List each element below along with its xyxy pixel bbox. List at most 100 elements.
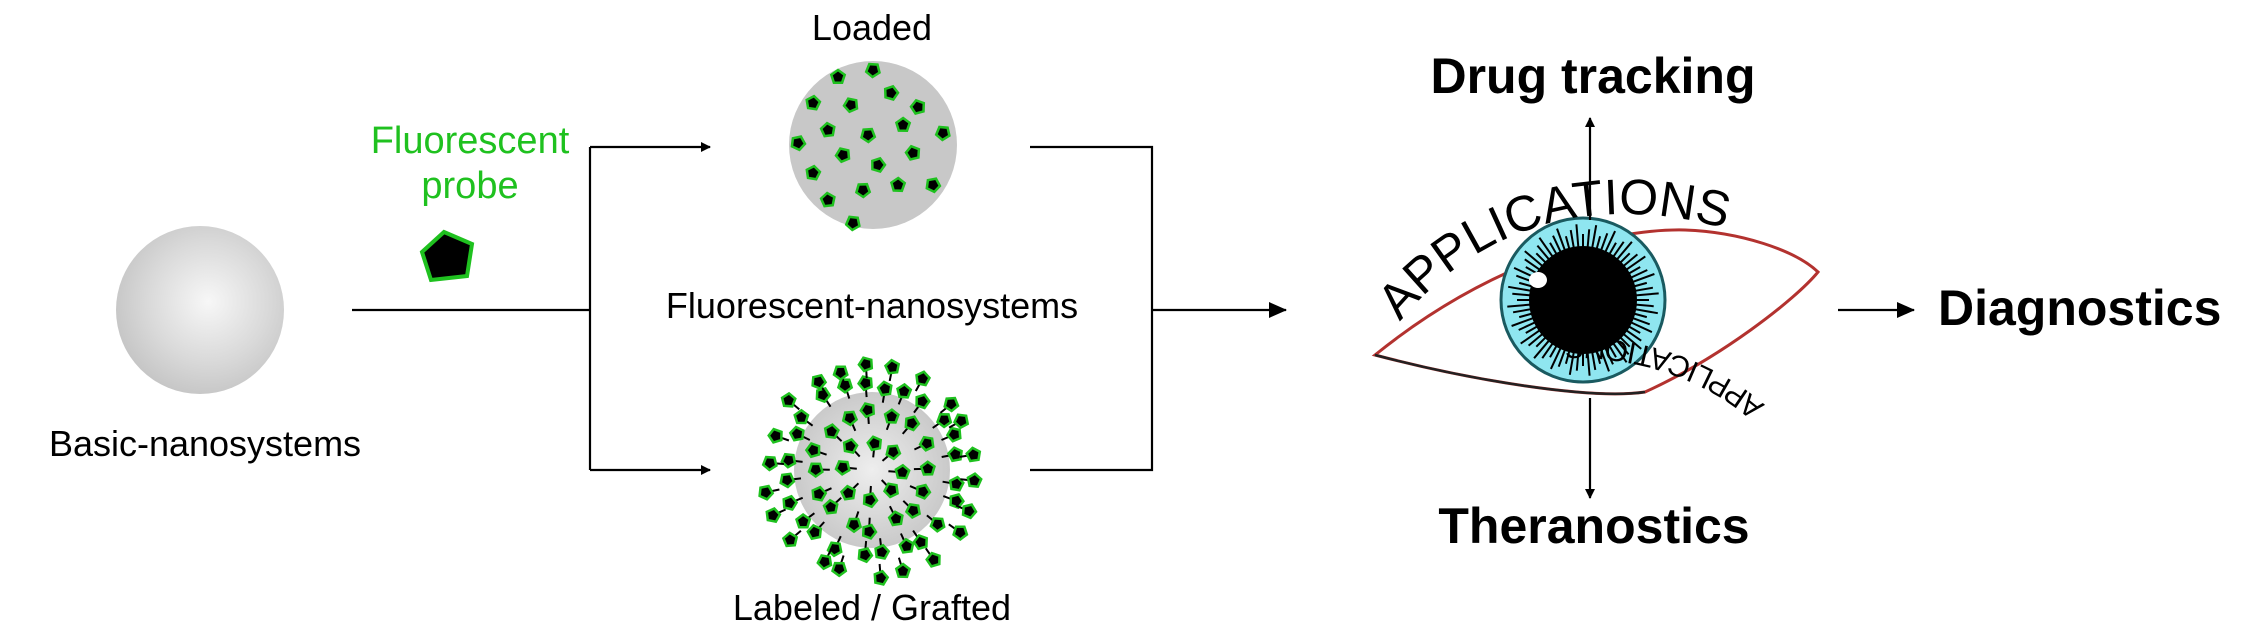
probe-pentagon-icon xyxy=(904,415,921,432)
probe-pentagon-icon xyxy=(862,492,879,509)
probe-pentagon-icon xyxy=(965,446,982,463)
iris-ray xyxy=(1632,292,1659,297)
probe-pentagon-icon xyxy=(841,410,859,427)
probe-pentagon-icon xyxy=(857,356,874,373)
probe-pentagon-icon xyxy=(912,534,928,551)
iris-ray xyxy=(1590,225,1598,251)
iris-ray xyxy=(1620,331,1642,350)
iris-ray xyxy=(1508,285,1534,293)
probe-pentagon-icon xyxy=(876,380,893,397)
probe-pentagon-icon xyxy=(839,484,856,501)
lower-lid-line xyxy=(1374,353,1646,395)
basic-nanosystem-sphere xyxy=(116,226,284,394)
probe-pentagon-icon xyxy=(836,378,854,394)
pupil xyxy=(1529,246,1637,354)
probe-pentagon-icon xyxy=(795,513,812,529)
probe-pentagon-icon xyxy=(898,537,915,554)
probe-pentagon-icon xyxy=(779,472,796,489)
probe-pentagon-icon xyxy=(952,525,969,541)
probe-pentagon-icon xyxy=(857,547,874,564)
probe-pentagon-icon xyxy=(842,437,859,455)
probe-pentagon-icon xyxy=(860,127,877,144)
probe-pentagon-icon xyxy=(904,144,921,161)
iris-ray xyxy=(1575,224,1580,251)
probe-pentagon-icon xyxy=(949,492,965,510)
iris-ray xyxy=(1599,346,1610,372)
probe-pentagon-icon xyxy=(781,531,799,548)
probe-pentagon-icon xyxy=(934,125,951,142)
probe-pentagon-icon xyxy=(874,543,891,560)
probe-pentagon-icon xyxy=(782,494,799,511)
iris-ray xyxy=(1511,316,1537,327)
probe-pentagon-icon xyxy=(823,423,840,440)
probe-pentagon-icon xyxy=(915,393,931,410)
labeled-grafted-label: Labeled / Grafted xyxy=(733,587,1011,628)
iris-rays xyxy=(1507,224,1659,376)
probe-pentagon-icon xyxy=(885,444,902,461)
probe-pentagon-icon xyxy=(822,498,839,515)
probe-pentagon-icon xyxy=(857,375,873,392)
probe-pentagon-icon xyxy=(887,510,904,527)
loaded-nanosystem-sphere xyxy=(789,61,957,229)
probe-pentagon-icon xyxy=(854,182,872,199)
probe-pentagon-icon xyxy=(864,62,881,79)
probe-pentagon-icon xyxy=(889,176,907,193)
probe-pentagon-icon xyxy=(966,472,983,489)
probe-pentagon-icon xyxy=(761,455,778,472)
probe-pentagon-icon xyxy=(919,460,936,476)
probe-pentagon-icon xyxy=(883,84,900,102)
iris-ray xyxy=(1603,230,1617,256)
iris-ray xyxy=(1610,340,1628,363)
probe-pentagon-icon xyxy=(894,463,911,480)
fluorescent-nanosystems-label: Fluorescent-nanosystems xyxy=(666,285,1078,326)
probe-pentagon-icon xyxy=(859,402,876,419)
iris-ray xyxy=(1614,241,1633,263)
probe-pentagon-icon xyxy=(788,425,805,442)
probe-pentagon-icon xyxy=(805,164,822,181)
probe-pentagon-icon xyxy=(819,191,836,208)
probe-pentagon-icon xyxy=(780,391,797,408)
probe-pentagon-icon xyxy=(945,426,962,443)
probe-pentagon-icon xyxy=(758,484,775,501)
probe-pentagon-icon xyxy=(767,427,783,444)
probe-pentagon-icon xyxy=(790,135,807,152)
loaded-probes xyxy=(790,62,951,232)
probe-pentagon-icon xyxy=(829,68,847,84)
iris-ray xyxy=(1623,255,1646,273)
probe-pentagon-icon xyxy=(804,442,821,459)
probe-pentagon-icon xyxy=(918,435,935,452)
probe-pentagon-icon xyxy=(842,97,859,114)
iris-ray xyxy=(1549,344,1563,370)
probe-pentagon-icon xyxy=(943,396,960,413)
probe-pentagon-icon xyxy=(909,98,926,116)
probe-pentagon-icon xyxy=(832,365,849,382)
probe-pentagon-icon xyxy=(780,452,797,469)
probe-pentagon-icon xyxy=(815,386,832,404)
probe-pentagon-icon xyxy=(871,156,887,174)
probe-pentagon-icon xyxy=(834,460,851,476)
probe-pentagon-icon xyxy=(866,435,883,452)
iris-ray xyxy=(1586,349,1591,376)
probe-pentagon-icon xyxy=(811,485,828,502)
probe-pentagon-icon xyxy=(805,94,822,111)
iris-ray xyxy=(1533,337,1552,359)
diagnostics-label: Diagnostics xyxy=(1938,280,2221,336)
probe-pentagon-icon xyxy=(894,562,912,579)
probe-pentagon-icon xyxy=(915,483,932,500)
probe-pentagon-icon xyxy=(806,523,823,541)
probe-pentagon-icon xyxy=(844,215,861,232)
loaded-label: Loaded xyxy=(812,7,932,48)
probe-pentagon-icon xyxy=(915,370,932,387)
probe-pentagon-icon xyxy=(948,475,965,492)
basic-nanosystems-label: Basic-nanosystems xyxy=(49,423,361,464)
iris-ray xyxy=(1627,320,1653,334)
probe-pentagon-icon xyxy=(952,413,970,430)
eye-icon xyxy=(1371,216,1821,396)
probe-pentagon-icon xyxy=(925,177,942,194)
iris-ray xyxy=(1524,250,1546,269)
grafted-probes xyxy=(758,356,983,586)
fluorescent-probe-label-line2: probe xyxy=(421,165,518,207)
iris-ray xyxy=(1568,349,1576,375)
theranostics-label: Theranostics xyxy=(1438,498,1749,554)
probe-pentagon-icon xyxy=(765,506,782,524)
